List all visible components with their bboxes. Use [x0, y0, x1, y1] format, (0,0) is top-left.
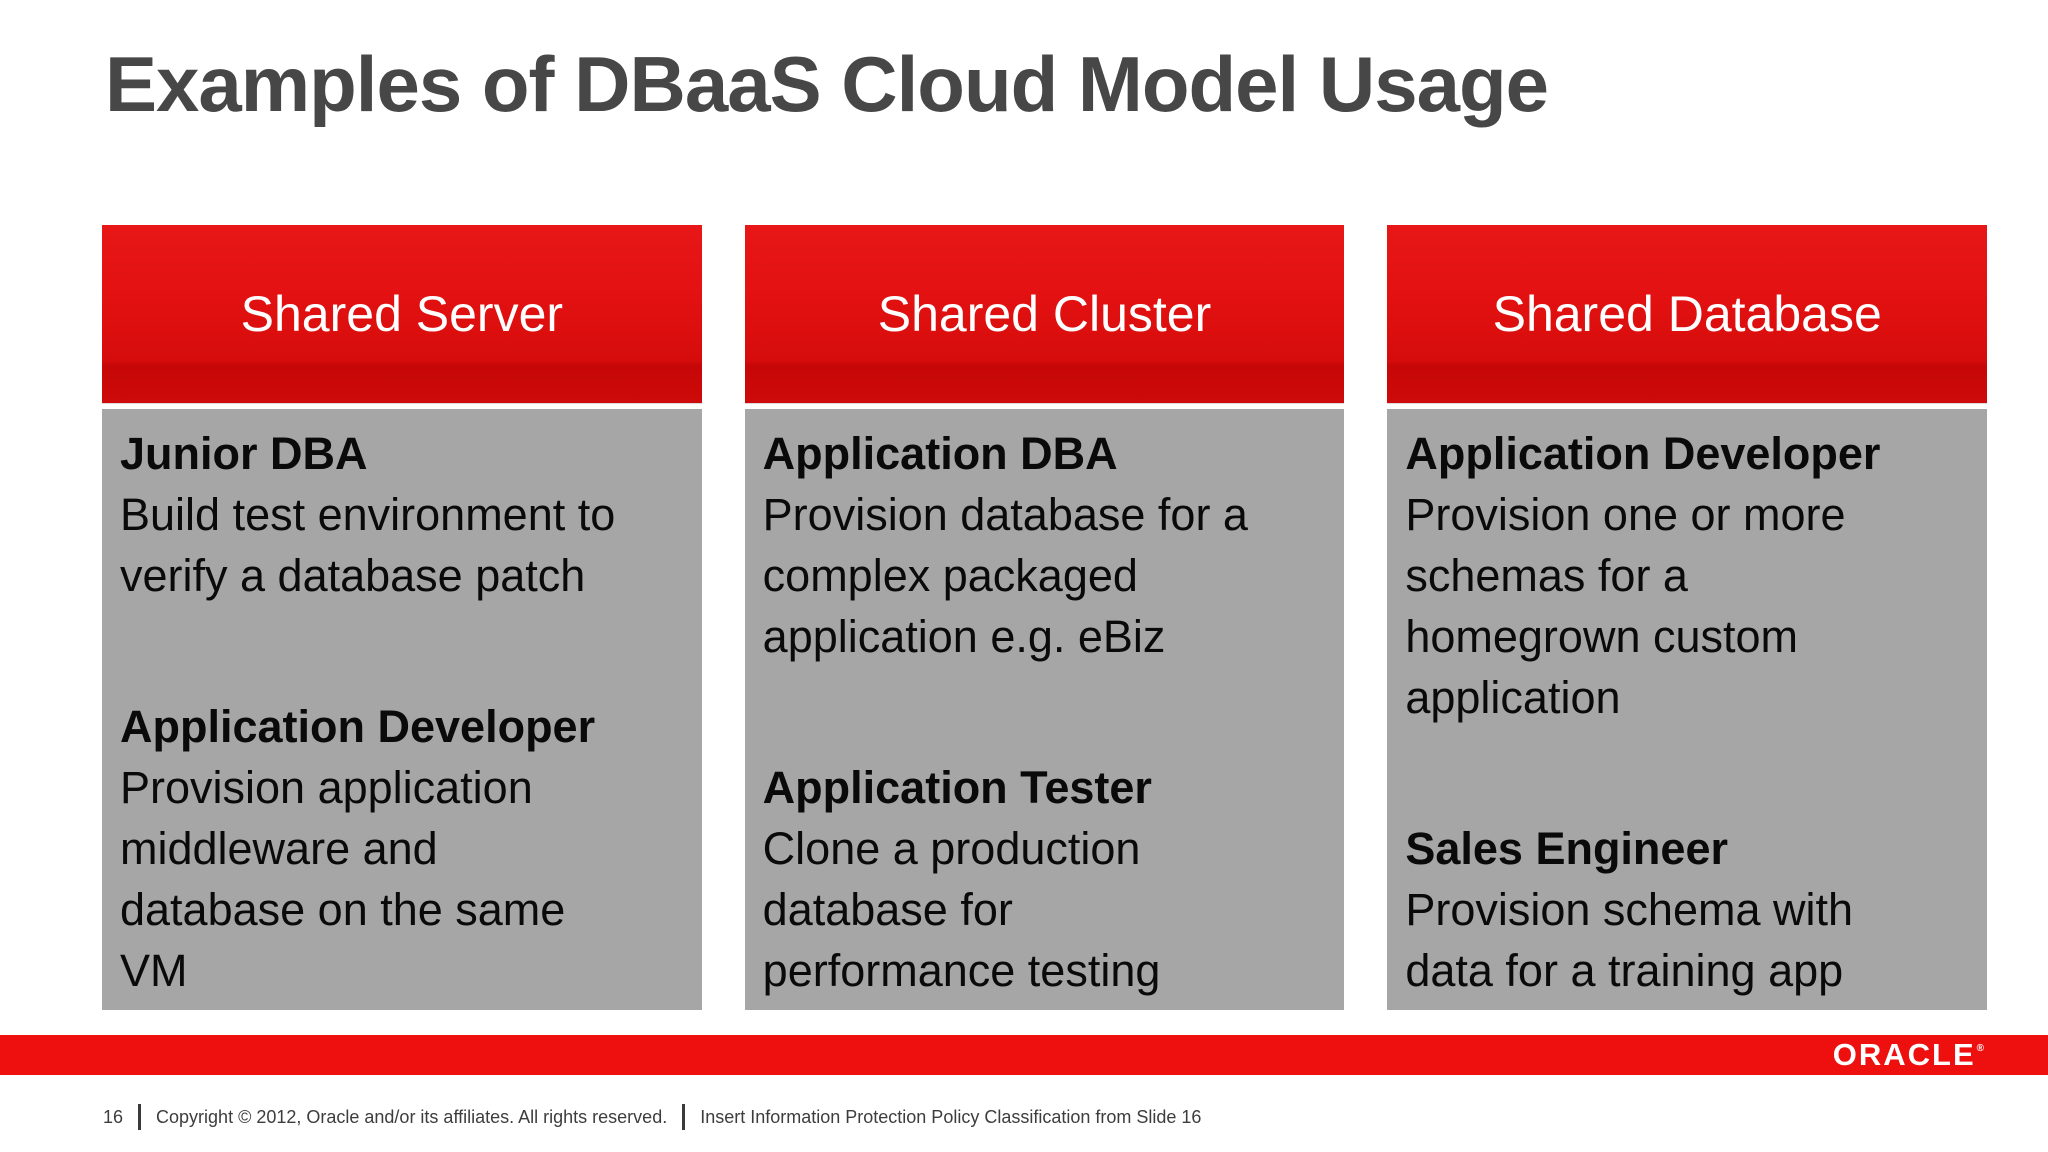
role-block: Application DBA Provision database for a…	[763, 423, 1327, 667]
column-shared-server: Shared Server Junior DBA Build test envi…	[102, 225, 702, 1010]
column-body-shared-server: Junior DBA Build test environment to ver…	[102, 409, 702, 1010]
column-header-shared-server: Shared Server	[102, 225, 702, 403]
role-description: Provision application middleware and dat…	[120, 762, 566, 996]
classification-placeholder: Insert Information Protection Policy Cla…	[700, 1106, 1202, 1127]
role-description: Build test environment to verify a datab…	[120, 489, 616, 601]
column-header-shared-cluster: Shared Cluster	[744, 225, 1345, 403]
column-body-shared-database: Application Developer Provision one or m…	[1387, 409, 1988, 1010]
column-shared-cluster: Shared Cluster Application DBA Provision…	[744, 225, 1345, 1010]
oracle-logo: ORACLE®	[1833, 1035, 1986, 1075]
slide-title: Examples of DBaaS Cloud Model Usage	[105, 40, 1549, 128]
role-name: Application DBA	[762, 428, 1118, 479]
column-header-shared-database: Shared Database	[1387, 225, 1988, 403]
role-block: Application Developer Provision applicat…	[120, 696, 684, 1001]
footer-divider	[138, 1104, 142, 1130]
registered-trademark-mark: ®	[1976, 1043, 1986, 1054]
role-name: Application Tester	[762, 762, 1152, 813]
page-number: 16	[103, 1106, 124, 1127]
role-description: Provision database for a complex package…	[762, 489, 1248, 662]
cloud-model-columns: Shared Server Junior DBA Build test envi…	[102, 225, 1988, 1010]
footer-divider	[682, 1104, 686, 1130]
role-name: Application Developer	[120, 701, 596, 752]
role-block: Sales Engineer Provision schema with dat…	[1405, 818, 1969, 1001]
column-shared-database: Shared Database Application Developer Pr…	[1387, 225, 1988, 1010]
role-description: Clone a production database for performa…	[762, 823, 1161, 996]
role-block: Junior DBA Build test environment to ver…	[120, 423, 684, 606]
role-block: Application Tester Clone a production da…	[763, 757, 1327, 1001]
footer: 16 Copyright © 2012, Oracle and/or its a…	[103, 1098, 1988, 1136]
role-name: Application Developer	[1405, 428, 1881, 479]
copyright-notice: Copyright © 2012, Oracle and/or its affi…	[156, 1106, 668, 1127]
role-name: Junior DBA	[120, 428, 368, 479]
role-name: Sales Engineer	[1405, 823, 1728, 874]
role-description: Provision schema with data for a trainin…	[1405, 884, 1854, 996]
role-block: Application Developer Provision one or m…	[1405, 423, 1969, 728]
column-body-shared-cluster: Application DBA Provision database for a…	[744, 409, 1345, 1010]
oracle-logo-text: ORACLE	[1832, 1037, 1976, 1072]
role-description: Provision one or more schemas for a home…	[1405, 489, 1846, 723]
footer-red-bar: ORACLE®	[0, 1035, 2048, 1075]
